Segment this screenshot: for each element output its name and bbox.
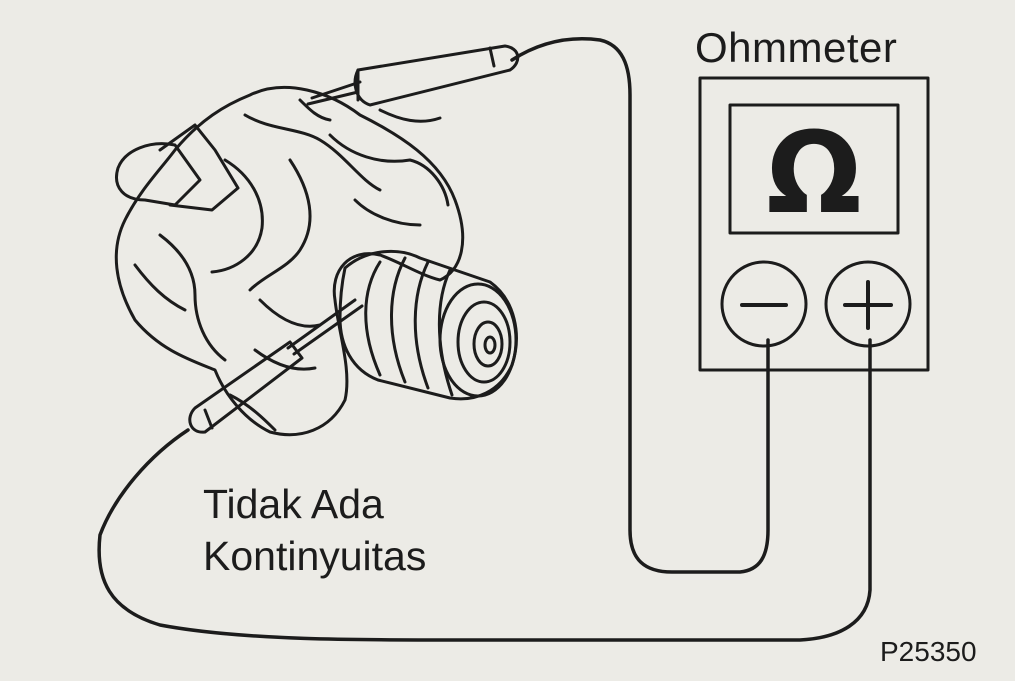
ohm-symbol: Ω xyxy=(766,109,861,239)
result-label-line1: Tidak Ada xyxy=(203,481,384,527)
test-probe-icon xyxy=(306,44,520,107)
ohmmeter-body xyxy=(698,76,930,372)
alternator-stator-icon xyxy=(114,86,465,437)
meter-title: Ohmmeter xyxy=(695,24,898,71)
positive-terminal xyxy=(824,260,912,348)
result-label: Tidak Ada Kontinyuitas xyxy=(203,478,426,582)
figure-code: P25350 xyxy=(880,636,977,667)
lower-test-lead xyxy=(97,338,872,642)
result-label-line2: Kontinyuitas xyxy=(203,533,427,579)
test-probe-icon xyxy=(188,298,364,434)
slip-ring-rotor xyxy=(338,249,518,401)
upper-test-lead xyxy=(510,37,770,574)
negative-terminal xyxy=(720,260,808,348)
